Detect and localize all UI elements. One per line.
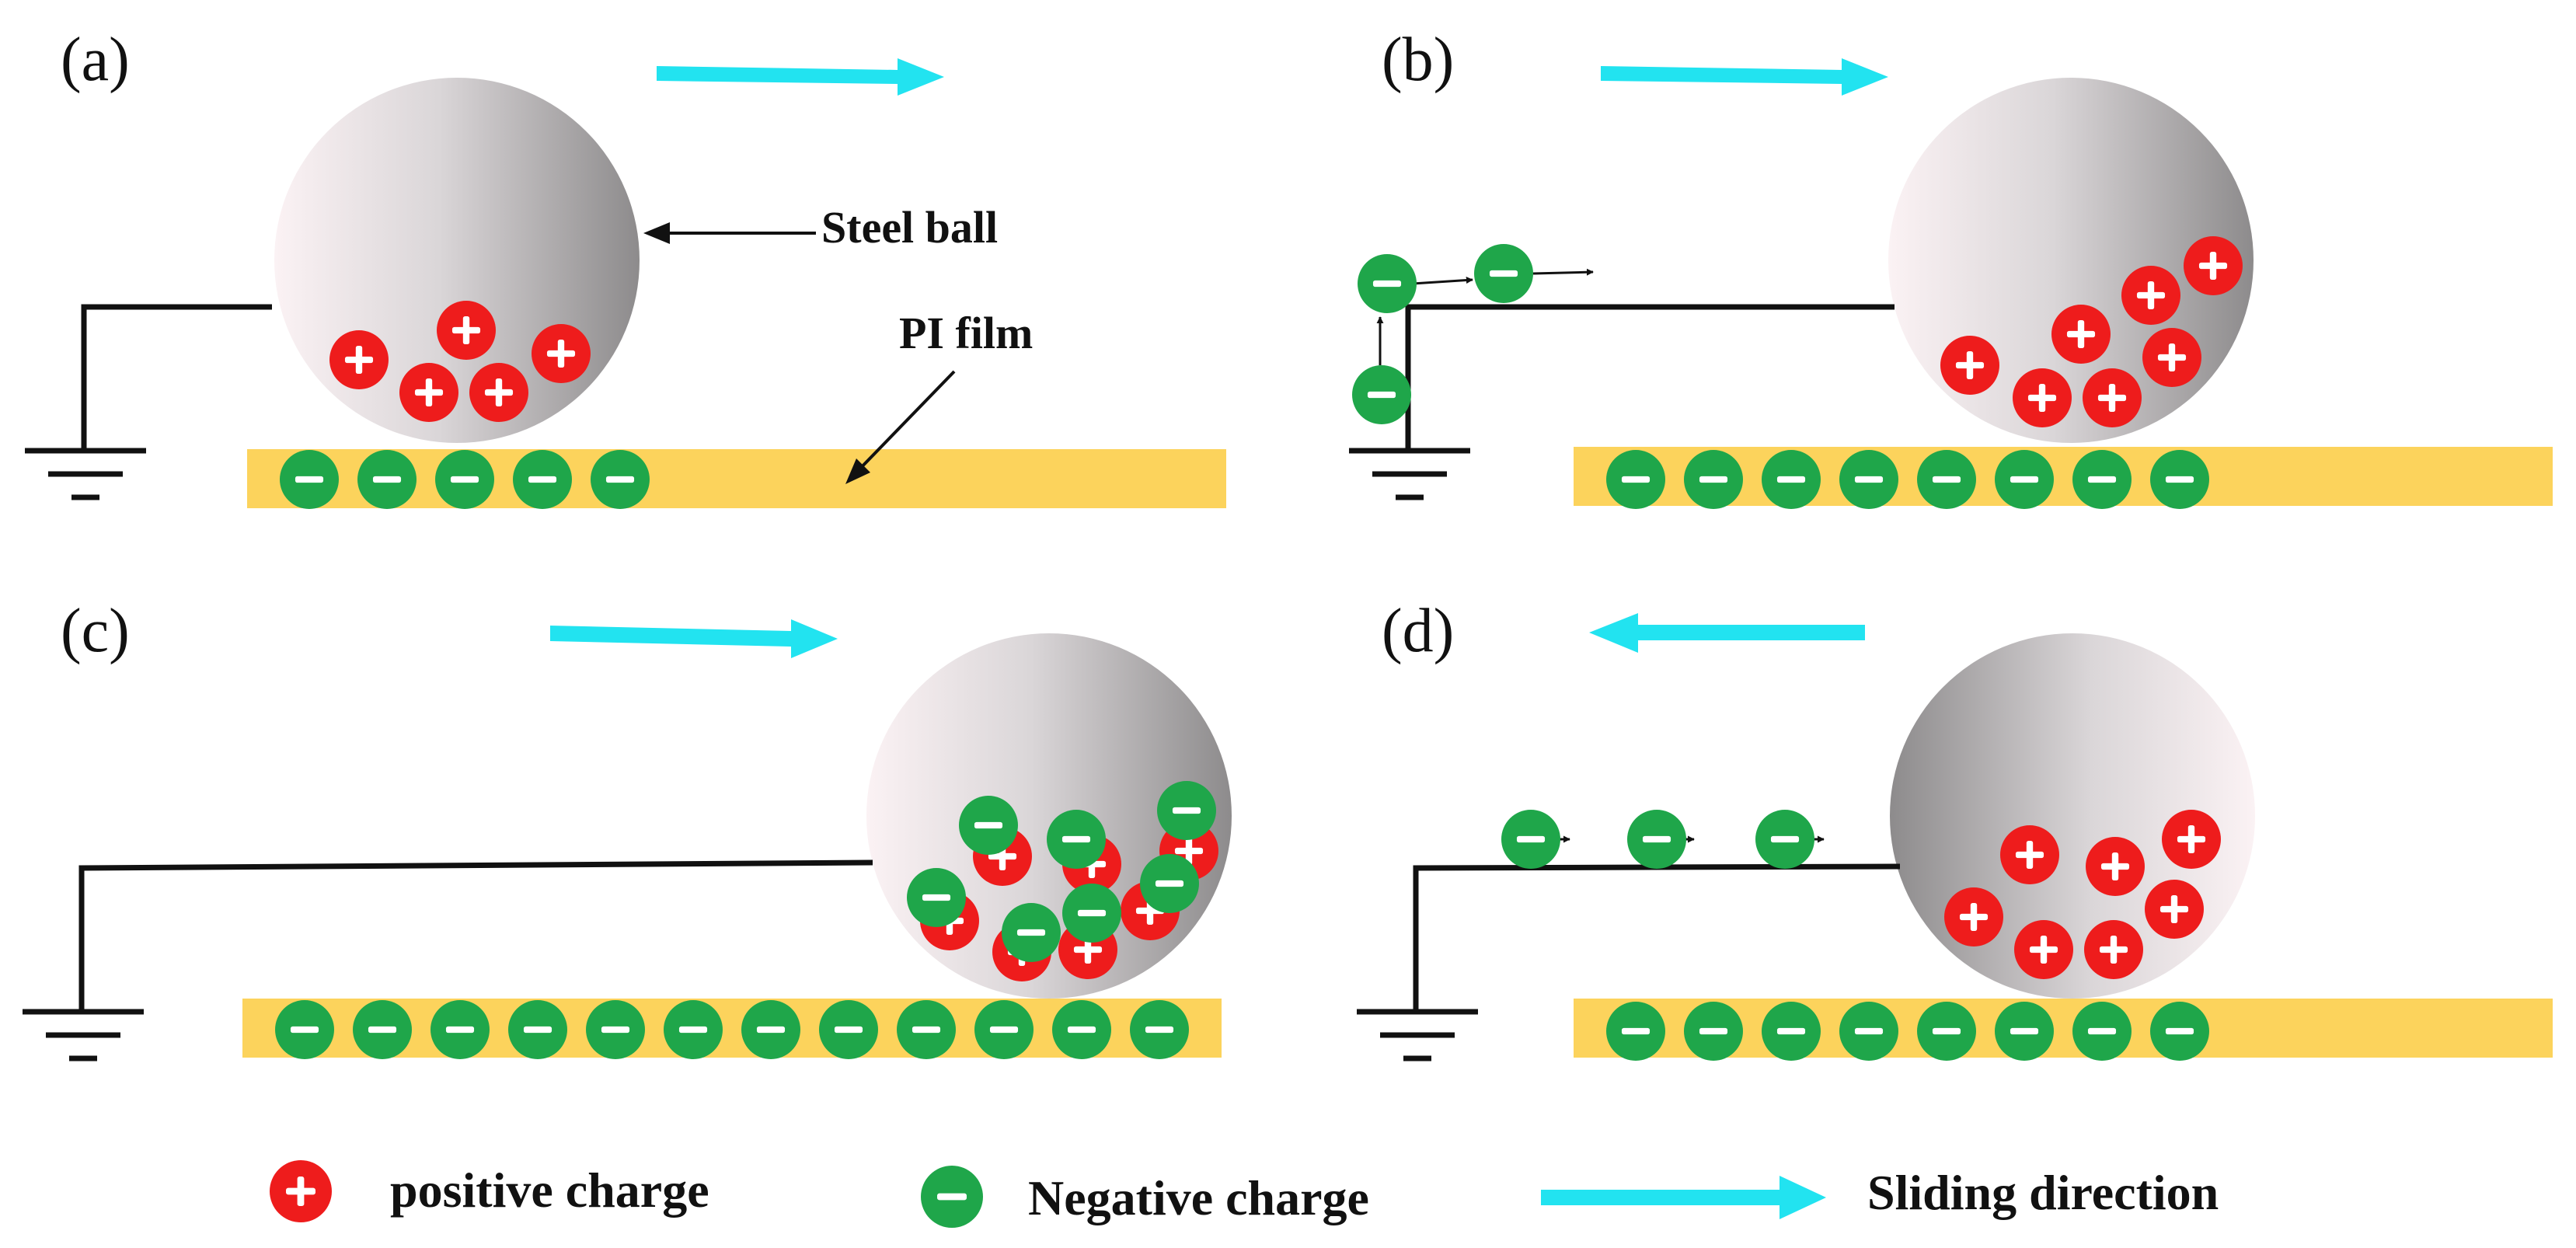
positive-charge-ball-b [2083,368,2142,427]
positive-charge-ball-b [2184,236,2243,295]
positive-charge-ball-d [2145,880,2204,939]
negative-charge-film-d [1917,1002,1976,1061]
negative-charge-film-a [591,450,650,509]
positive-charge-ball-b [2142,328,2201,387]
pi-film-pointer [845,370,956,484]
legend-positive-glyph [270,1160,332,1222]
positive-charge-ball-d [1944,887,2003,946]
positive-charge-ball-d [2084,920,2143,979]
negative-charge-film-d [2072,1002,2132,1061]
positive-charge-ball-a [532,324,591,383]
negative-charge-film-a [435,450,494,509]
wire-a [25,304,272,500]
legend-negative-icon [921,1166,983,1228]
negative-charge-film-c [586,1000,645,1059]
negative-charge-film-d [1606,1002,1665,1061]
negative-charge-film-b [1917,450,1976,509]
legend-positive-icon [270,1160,332,1222]
negative-charge-ball-c [1140,854,1199,913]
electron-flow-arrows [1376,268,1825,843]
negative-charge-film-d [1762,1002,1821,1061]
negative-charge-wire-b [1358,254,1417,313]
negative-charge-film-c [741,1000,800,1059]
negative-charge-film-d [2150,1002,2209,1061]
positive-charge-ball-a [469,363,528,422]
panel-label-a: (a) [61,26,130,94]
negative-charge-film-c [430,1000,490,1059]
positive-charge-ball-a [399,363,458,422]
legend-sliding-label: Sliding direction [1867,1165,2219,1220]
negative-charge-ball-c [1047,810,1106,869]
negative-charge-wire-b [1352,365,1411,424]
wire-c [23,859,873,1061]
positive-charge-ball-b [2121,266,2180,325]
negative-charge-ball-c [1002,903,1061,962]
wire-d [1357,863,1901,1061]
negative-charge-ball-c [959,796,1018,855]
positive-charge-ball-b [1940,336,1999,395]
panel-label-d: (d) [1382,597,1454,665]
negative-charge-wire-b [1474,244,1533,303]
positive-charge-ball-d [2086,837,2145,896]
negative-charge-film-a [357,450,417,509]
legend-negative-label: Negative charge [1028,1170,1369,1225]
panel-label-b: (b) [1382,26,1454,94]
negative-charge-film-c [897,1000,956,1059]
negative-charge-film-b [1684,450,1743,509]
steel-ball-pointer [643,222,816,244]
sliding-arrow-c [550,619,838,658]
negative-charge-wire-d [1755,810,1814,869]
positive-charge-ball-d [2014,920,2073,979]
negative-charge-film-c [819,1000,878,1059]
panel-label-c: (c) [61,597,130,665]
negative-charge-film-b [1839,450,1898,509]
negative-charge-film-b [1606,450,1665,509]
positive-charge-ball-a [437,301,496,360]
positive-charge-ball-a [329,330,389,389]
negative-charge-film-b [1995,450,2054,509]
negative-charge-wire-d [1627,810,1686,869]
positive-charge-ball-b [2051,305,2111,364]
negative-charge-film-c [353,1000,412,1059]
pi-film-label: PI film [899,308,1033,358]
charges [275,236,2243,1061]
negative-charge-film-d [1839,1002,1898,1061]
legend-positive-label: positive charge [390,1163,709,1218]
negative-charge-film-b [1762,450,1821,509]
negative-charge-ball-c [1062,884,1121,943]
negative-charge-film-d [1684,1002,1743,1061]
negative-charge-ball-c [907,868,966,927]
sliding-arrow-d [1589,613,1865,653]
positive-charge-ball-d [2000,825,2059,884]
positive-charge-ball-d [2162,810,2221,869]
steel-ball-label: Steel ball [821,202,998,253]
negative-charge-wire-d [1501,810,1560,869]
legend: positive charge Negative charge Sliding … [270,1160,2219,1228]
legend-sliding-arrow-icon [1541,1176,1826,1219]
negative-charge-film-c [1130,1000,1189,1059]
legend-negative-glyph [921,1166,983,1228]
negative-charge-film-c [1052,1000,1111,1059]
negative-charge-film-b [2150,450,2209,509]
negative-charge-film-a [280,450,339,509]
negative-charge-film-a [513,450,572,509]
negative-charge-ball-c [1157,781,1216,840]
negative-charge-film-c [664,1000,723,1059]
negative-charge-film-c [974,1000,1034,1059]
positive-charge-ball-b [2013,368,2072,427]
negative-charge-film-d [1995,1002,2054,1061]
negative-charge-film-b [2072,450,2132,509]
negative-charge-film-c [508,1000,567,1059]
sliding-arrow-a [657,58,944,96]
sliding-arrow-b [1601,58,1888,96]
negative-charge-film-c [275,1000,334,1059]
